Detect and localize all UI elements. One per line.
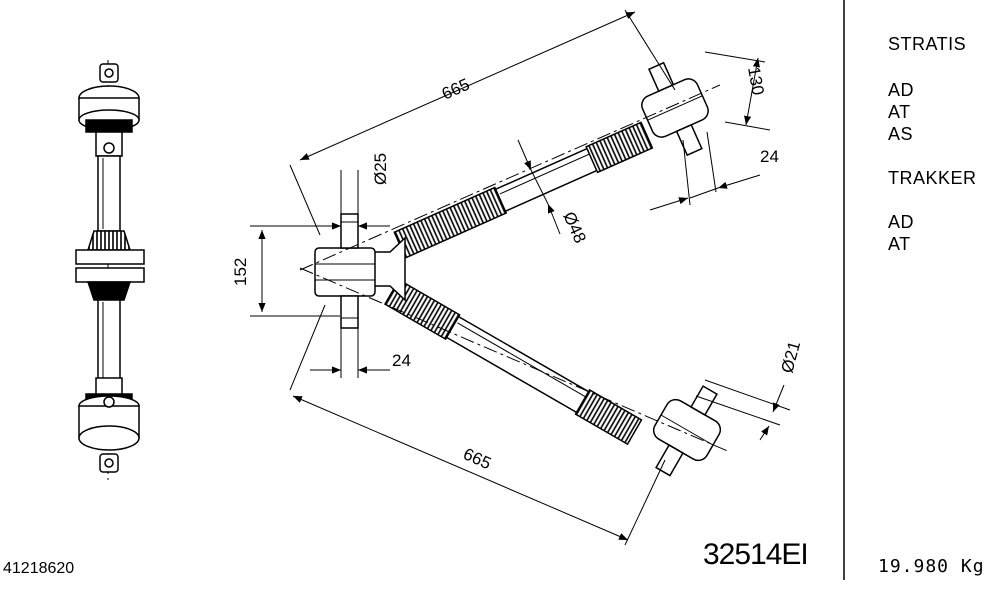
brand-trakker: TRAKKER: [888, 168, 977, 188]
model-trakker-1: AD: [888, 212, 915, 232]
dim-apex-height: 152: [231, 258, 250, 286]
dim-dia-pin: Ø25: [371, 153, 390, 185]
dim-dia-end: Ø21: [778, 339, 805, 375]
weight: 19.980 Kg: [878, 556, 985, 577]
side-view: [75, 60, 145, 480]
dim-length-bottom: 665: [460, 444, 494, 473]
part-number: 32514EI: [703, 538, 809, 571]
model-stratis-1: AD: [888, 80, 915, 100]
dim-dia-tube: Ø48: [559, 209, 589, 246]
dim-pin-apex: 24: [392, 351, 411, 370]
dim-length-top: 665: [439, 75, 473, 104]
v-rod: [299, 61, 731, 477]
model-stratis-3: AS: [888, 124, 914, 144]
dimension-lines: [250, 9, 791, 546]
dim-height-top-end: 130: [744, 65, 768, 96]
model-trakker-2: AT: [888, 234, 911, 254]
dim-pin-top-end: 24: [760, 147, 779, 166]
reference-code: 41218620: [3, 560, 75, 577]
brand-stratis: STRATIS: [888, 34, 967, 54]
model-stratis-2: AT: [888, 102, 911, 122]
